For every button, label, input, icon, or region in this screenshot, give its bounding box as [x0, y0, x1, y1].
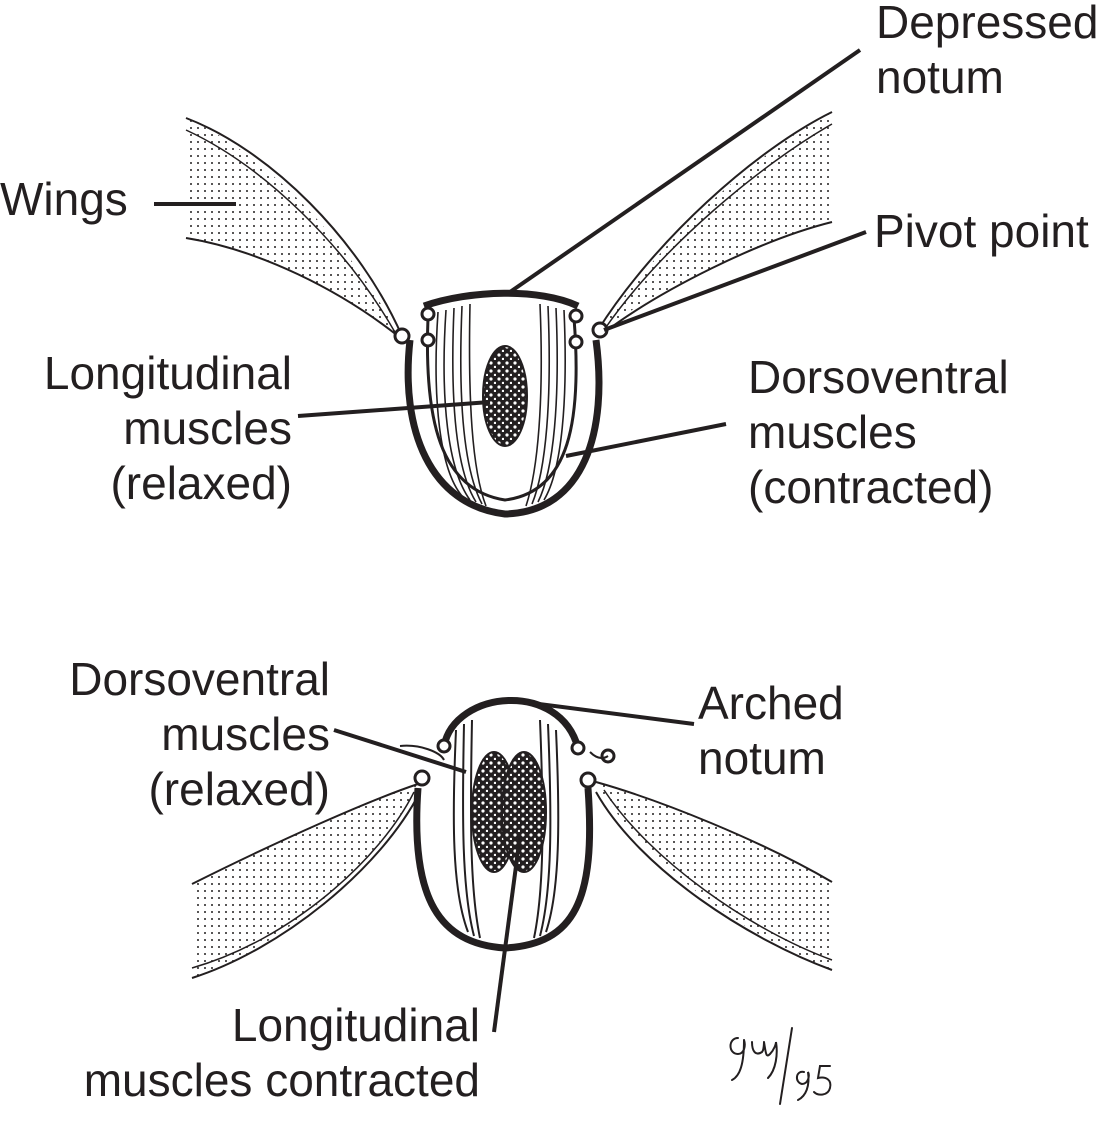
label-line: muscles: [748, 406, 917, 458]
label-longitudinal-contracted: Longitudinal muscles contracted: [84, 998, 480, 1108]
downstroke-figure: [191, 697, 833, 1033]
right-wing-down: [595, 781, 833, 971]
label-wings: Wings: [0, 172, 128, 227]
longitudinal-muscle-contracted: [471, 751, 547, 873]
label-line: notum: [876, 51, 1004, 103]
leader-lines-up: [154, 48, 867, 458]
label-line: Dorsoventral: [69, 653, 330, 705]
label-line: muscles: [123, 402, 292, 454]
artist-signature: [729, 1027, 832, 1105]
longitudinal-muscle-relaxed: [482, 345, 528, 447]
left-wing-up: [185, 117, 403, 338]
leader-lines-down: [333, 698, 695, 1033]
label-line: notum: [698, 732, 826, 784]
label-line: Pivot point: [874, 205, 1089, 257]
label-line: muscles contracted: [83, 1054, 480, 1106]
pivot-joints-up: [393, 306, 609, 350]
right-wing-up: [597, 111, 833, 335]
label-line: Arched: [698, 677, 844, 729]
dorsoventral-muscle-fibers-up: [435, 303, 566, 507]
depressed-notum-shape: [422, 289, 580, 310]
label-line: Wings: [0, 173, 128, 225]
label-line: Longitudinal: [43, 347, 292, 399]
label-longitudinal-relaxed: Longitudinal muscles (relaxed): [44, 346, 292, 511]
label-line: Longitudinal: [231, 999, 480, 1051]
label-line: muscles: [161, 708, 330, 760]
label-depressed-notum: Depressed notum: [876, 0, 1098, 105]
label-line: (contracted): [748, 461, 994, 513]
upstroke-figure: [154, 48, 867, 518]
label-line: Depressed: [876, 0, 1099, 48]
label-pivot-point: Pivot point: [874, 204, 1089, 259]
label-line: (relaxed): [110, 457, 292, 509]
label-line: (relaxed): [148, 763, 330, 815]
label-dorsoventral-contracted: Dorsoventral muscles (contracted): [748, 350, 1009, 515]
label-arched-notum: Arched notum: [698, 676, 844, 786]
label-line: Dorsoventral: [748, 351, 1009, 403]
left-wing-down: [191, 783, 421, 979]
label-dorsoventral-relaxed: Dorsoventral muscles (relaxed): [69, 652, 330, 817]
thorax-wall-up: [404, 339, 603, 518]
